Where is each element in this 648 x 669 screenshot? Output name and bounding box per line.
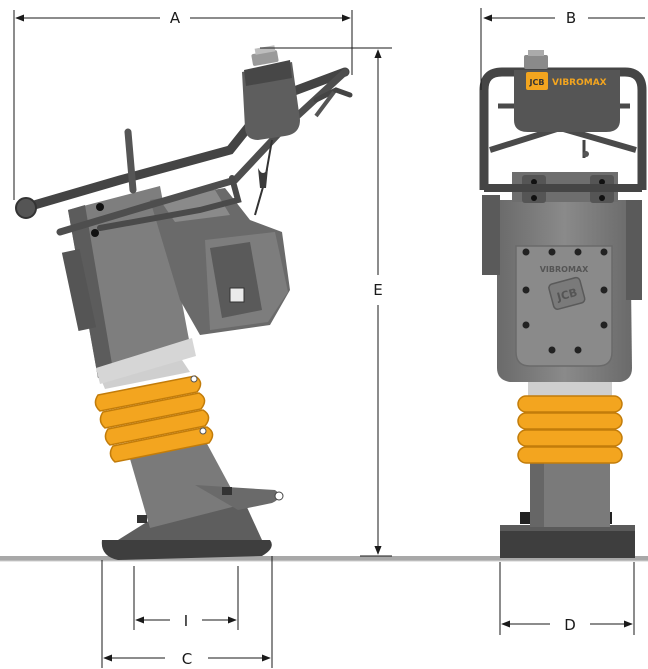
side-handle-grip: [15, 197, 37, 219]
ground-line: [0, 556, 648, 561]
tank-brand-text: VIBROMAX: [552, 78, 607, 88]
dimension-e-label: E: [373, 281, 382, 299]
tank-logo: JCB: [529, 78, 545, 87]
dimension-annotations: [13, 8, 645, 668]
front-bellows: [517, 382, 623, 464]
front-plate-logo: JCB: [555, 286, 579, 304]
side-handle-frame: [19, 67, 350, 213]
side-bellows: [94, 360, 214, 463]
dimension-c-label: C: [182, 650, 192, 668]
side-foot-plate: [101, 540, 272, 560]
side-view-rammer: [15, 45, 353, 560]
dimension-d-label: D: [564, 616, 576, 634]
front-plate-brand-text: VIBROMAX: [540, 265, 589, 274]
front-fuel-tank: JCB VIBROMAX: [514, 50, 620, 132]
dimension-i-label: I: [184, 612, 188, 630]
dimension-b-label: B: [566, 9, 576, 27]
side-fuel-tank: [242, 45, 300, 140]
dimension-a-label: A: [170, 9, 181, 27]
front-view-rammer: VIBROMAX JCB JCB VIBROMAX: [479, 50, 647, 558]
